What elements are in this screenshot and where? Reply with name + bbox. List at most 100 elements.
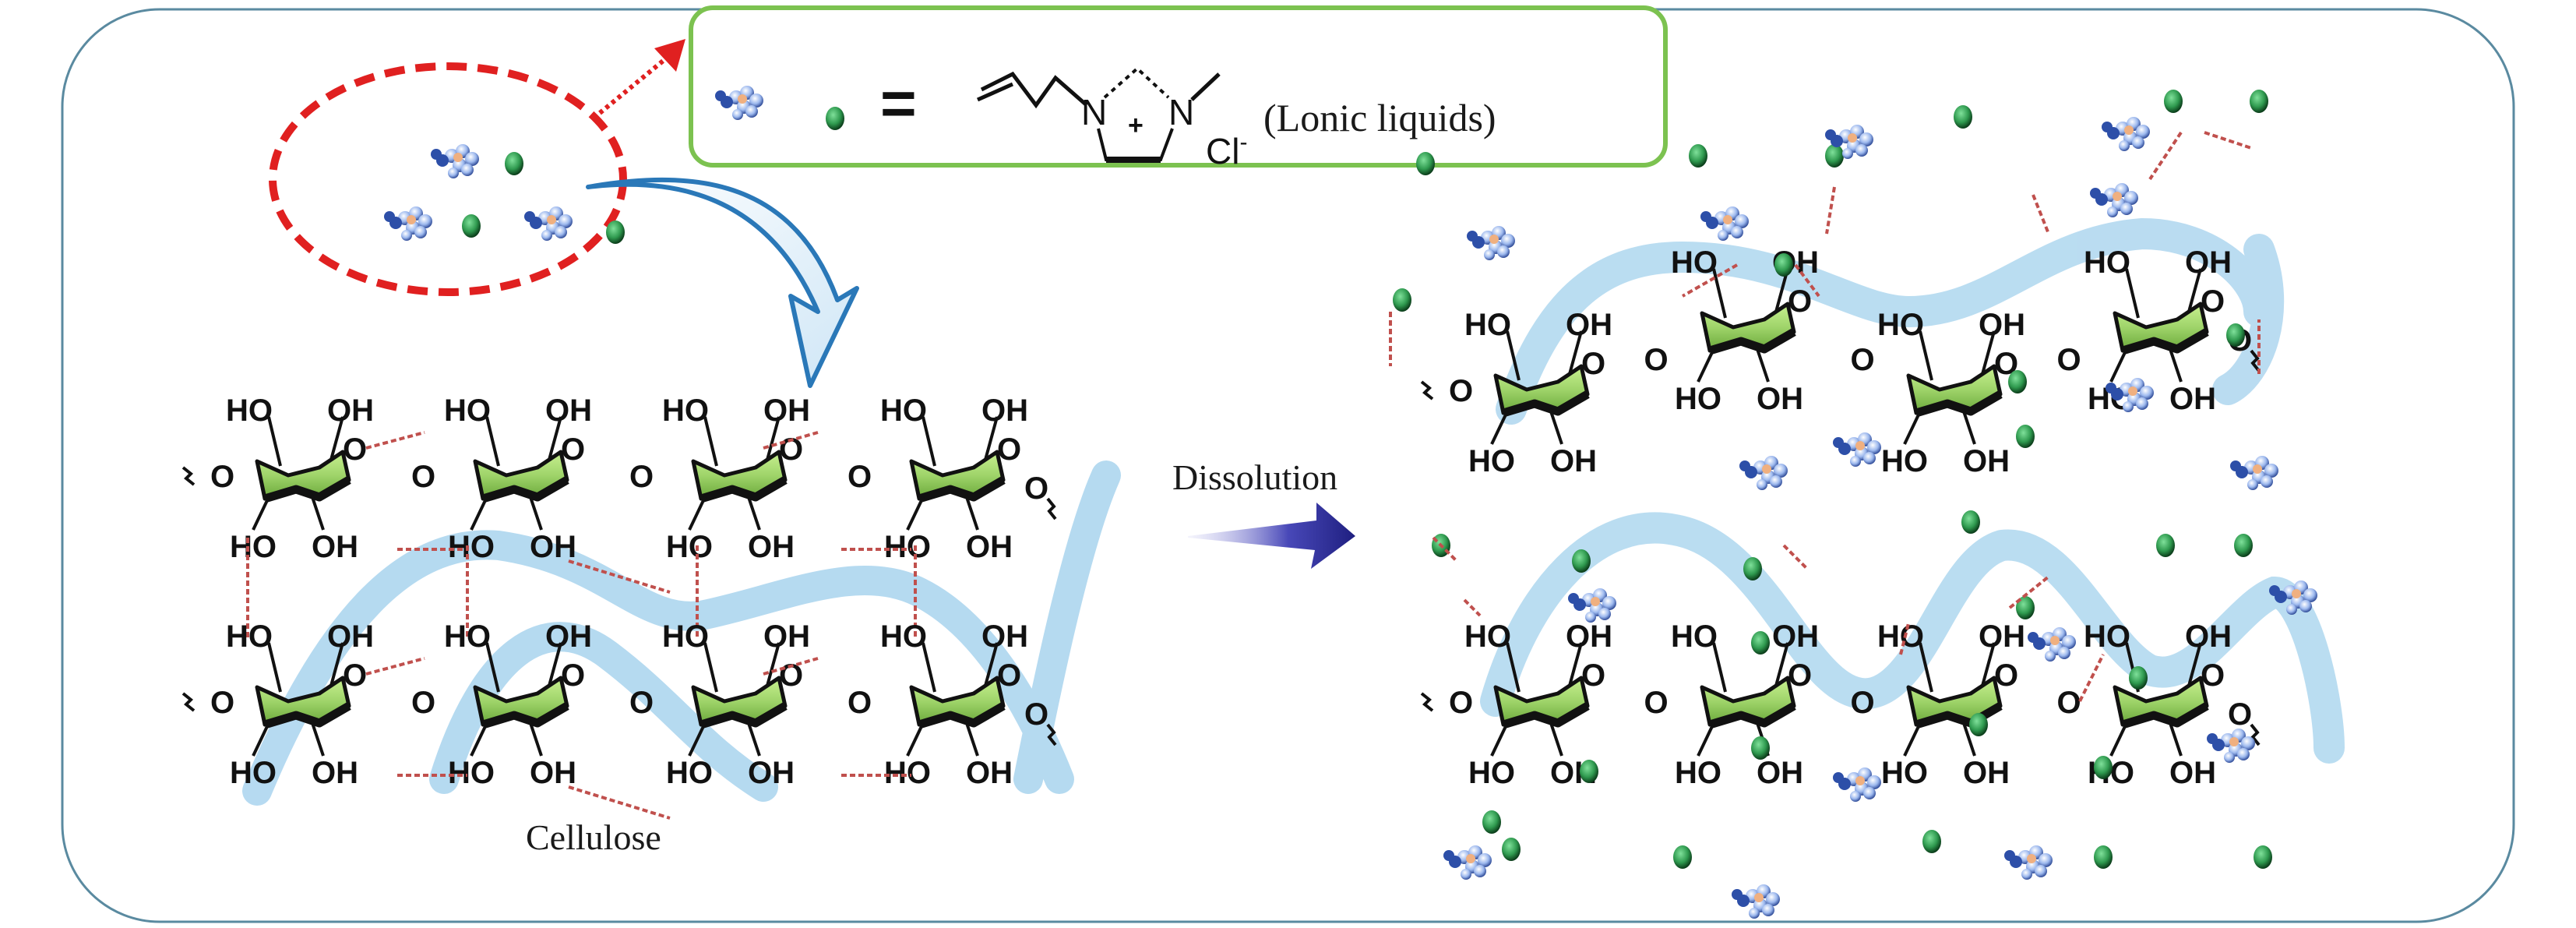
- atom-label: O: [1644, 686, 1669, 720]
- pointer-arrowhead-icon: [654, 39, 685, 72]
- anion-icon: [2156, 534, 2175, 557]
- svg-text:N: N: [1168, 92, 1194, 132]
- cation-icon: [2102, 117, 2150, 151]
- pyranose-ring-icon: [1908, 366, 2000, 413]
- pyranose-ring-icon: [257, 452, 349, 499]
- atom-label: OH: [1550, 444, 1597, 478]
- anion-icon: [1743, 557, 1762, 580]
- anion-icon: [1774, 253, 1793, 277]
- bond: [267, 416, 282, 467]
- bond: [329, 642, 344, 686]
- atom-label: O: [629, 686, 654, 720]
- bond: [1549, 720, 1563, 757]
- bond: [766, 416, 781, 460]
- atom-label: HO: [1881, 756, 1928, 790]
- atom-label: O: [997, 658, 1021, 693]
- wavy-end-icon: [181, 466, 196, 486]
- hydrogen-bond: [1432, 536, 1458, 563]
- atom-label: O: [1788, 658, 1812, 693]
- atom-label: HO: [662, 393, 709, 428]
- allyl-chain: [980, 71, 1088, 109]
- atom-label: O: [997, 432, 1021, 467]
- cation-icon: [1833, 767, 1881, 802]
- hydrogen-bond: [763, 657, 819, 676]
- atom-label: O: [210, 686, 234, 720]
- atom-label: O: [2057, 343, 2081, 377]
- atom-label: HO: [2084, 619, 2130, 654]
- bond: [2109, 348, 2128, 383]
- atom-label: O: [629, 460, 654, 494]
- cation-icon: [2004, 845, 2053, 880]
- bond: [252, 722, 270, 757]
- bond: [1490, 411, 1509, 445]
- anion-icon: [1393, 288, 1411, 312]
- bond: [2168, 720, 2183, 757]
- bond: [984, 642, 999, 686]
- atom-label: HO: [1877, 308, 1924, 342]
- anion-icon: [462, 214, 481, 238]
- wavy-end-icon: [1420, 692, 1434, 712]
- atom-label: OH: [966, 530, 1013, 564]
- bond: [688, 722, 707, 757]
- wavy-end-icon: [181, 692, 196, 712]
- atom-label: OH: [1566, 308, 1612, 342]
- bond: [1961, 720, 1976, 757]
- hydrogen-bond: [2148, 131, 2183, 181]
- hydrogen-bond: [568, 785, 671, 820]
- bond: [703, 642, 718, 693]
- svg-text:+: +: [1128, 111, 1144, 140]
- bond: [1903, 411, 1922, 445]
- cation-icon: [524, 206, 573, 241]
- ribbon-backdrop-right: [1480, 217, 2345, 764]
- bond: [906, 496, 925, 531]
- bond: [485, 416, 500, 467]
- counter-ion-label: Cl-: [1206, 129, 1247, 171]
- atom-label: OH: [981, 619, 1028, 654]
- hydrogen-bond: [365, 657, 425, 676]
- atom-label: OH: [1772, 619, 1819, 654]
- atom-label: O: [2057, 686, 2081, 720]
- dissolved-chain-lower: HOOHHOOHOOHOOHHOOHOOHOOHHOOHOOHOOHHOOHOO…: [1420, 619, 2261, 790]
- anion-icon: [1502, 838, 1521, 861]
- anion-icon: [1482, 810, 1501, 834]
- bond: [703, 416, 718, 467]
- bond: [2125, 268, 2140, 319]
- atom-label: HO: [1671, 245, 1718, 280]
- atom-label: HO: [666, 756, 713, 790]
- atom-label: HO: [1464, 308, 1511, 342]
- anion-icon: [2234, 534, 2253, 557]
- atom-label: OH: [1979, 619, 2025, 654]
- dissolution-arrow-icon: [1188, 503, 1355, 569]
- atom-label: OH: [2169, 382, 2216, 416]
- anion-icon: [1961, 510, 1980, 534]
- atom-label: OH: [545, 619, 592, 654]
- atom-label: O: [1994, 658, 2018, 693]
- bond: [252, 496, 270, 531]
- atom-label: HO: [1464, 619, 1511, 654]
- cation-icon: [384, 206, 432, 241]
- atom-label: HO: [230, 756, 277, 790]
- anion-icon: [2016, 425, 2035, 448]
- bond: [1981, 642, 1996, 686]
- atom-label: HO: [230, 530, 277, 564]
- atom-label: O: [561, 658, 585, 693]
- legend-equals: =: [880, 69, 917, 138]
- cation-icon: [1568, 588, 1616, 623]
- pyranose-ring-icon: [1702, 678, 1794, 725]
- anion-icon: [2129, 666, 2148, 690]
- atom-label: OH: [312, 530, 358, 564]
- pyranose-ring-icon: [475, 452, 567, 499]
- bond: [766, 642, 781, 686]
- bond: [1981, 330, 1996, 375]
- bond: [1697, 348, 1715, 383]
- bond: [1919, 330, 1933, 381]
- bond: [1490, 722, 1509, 757]
- hydrogen-bond: [1794, 263, 1820, 298]
